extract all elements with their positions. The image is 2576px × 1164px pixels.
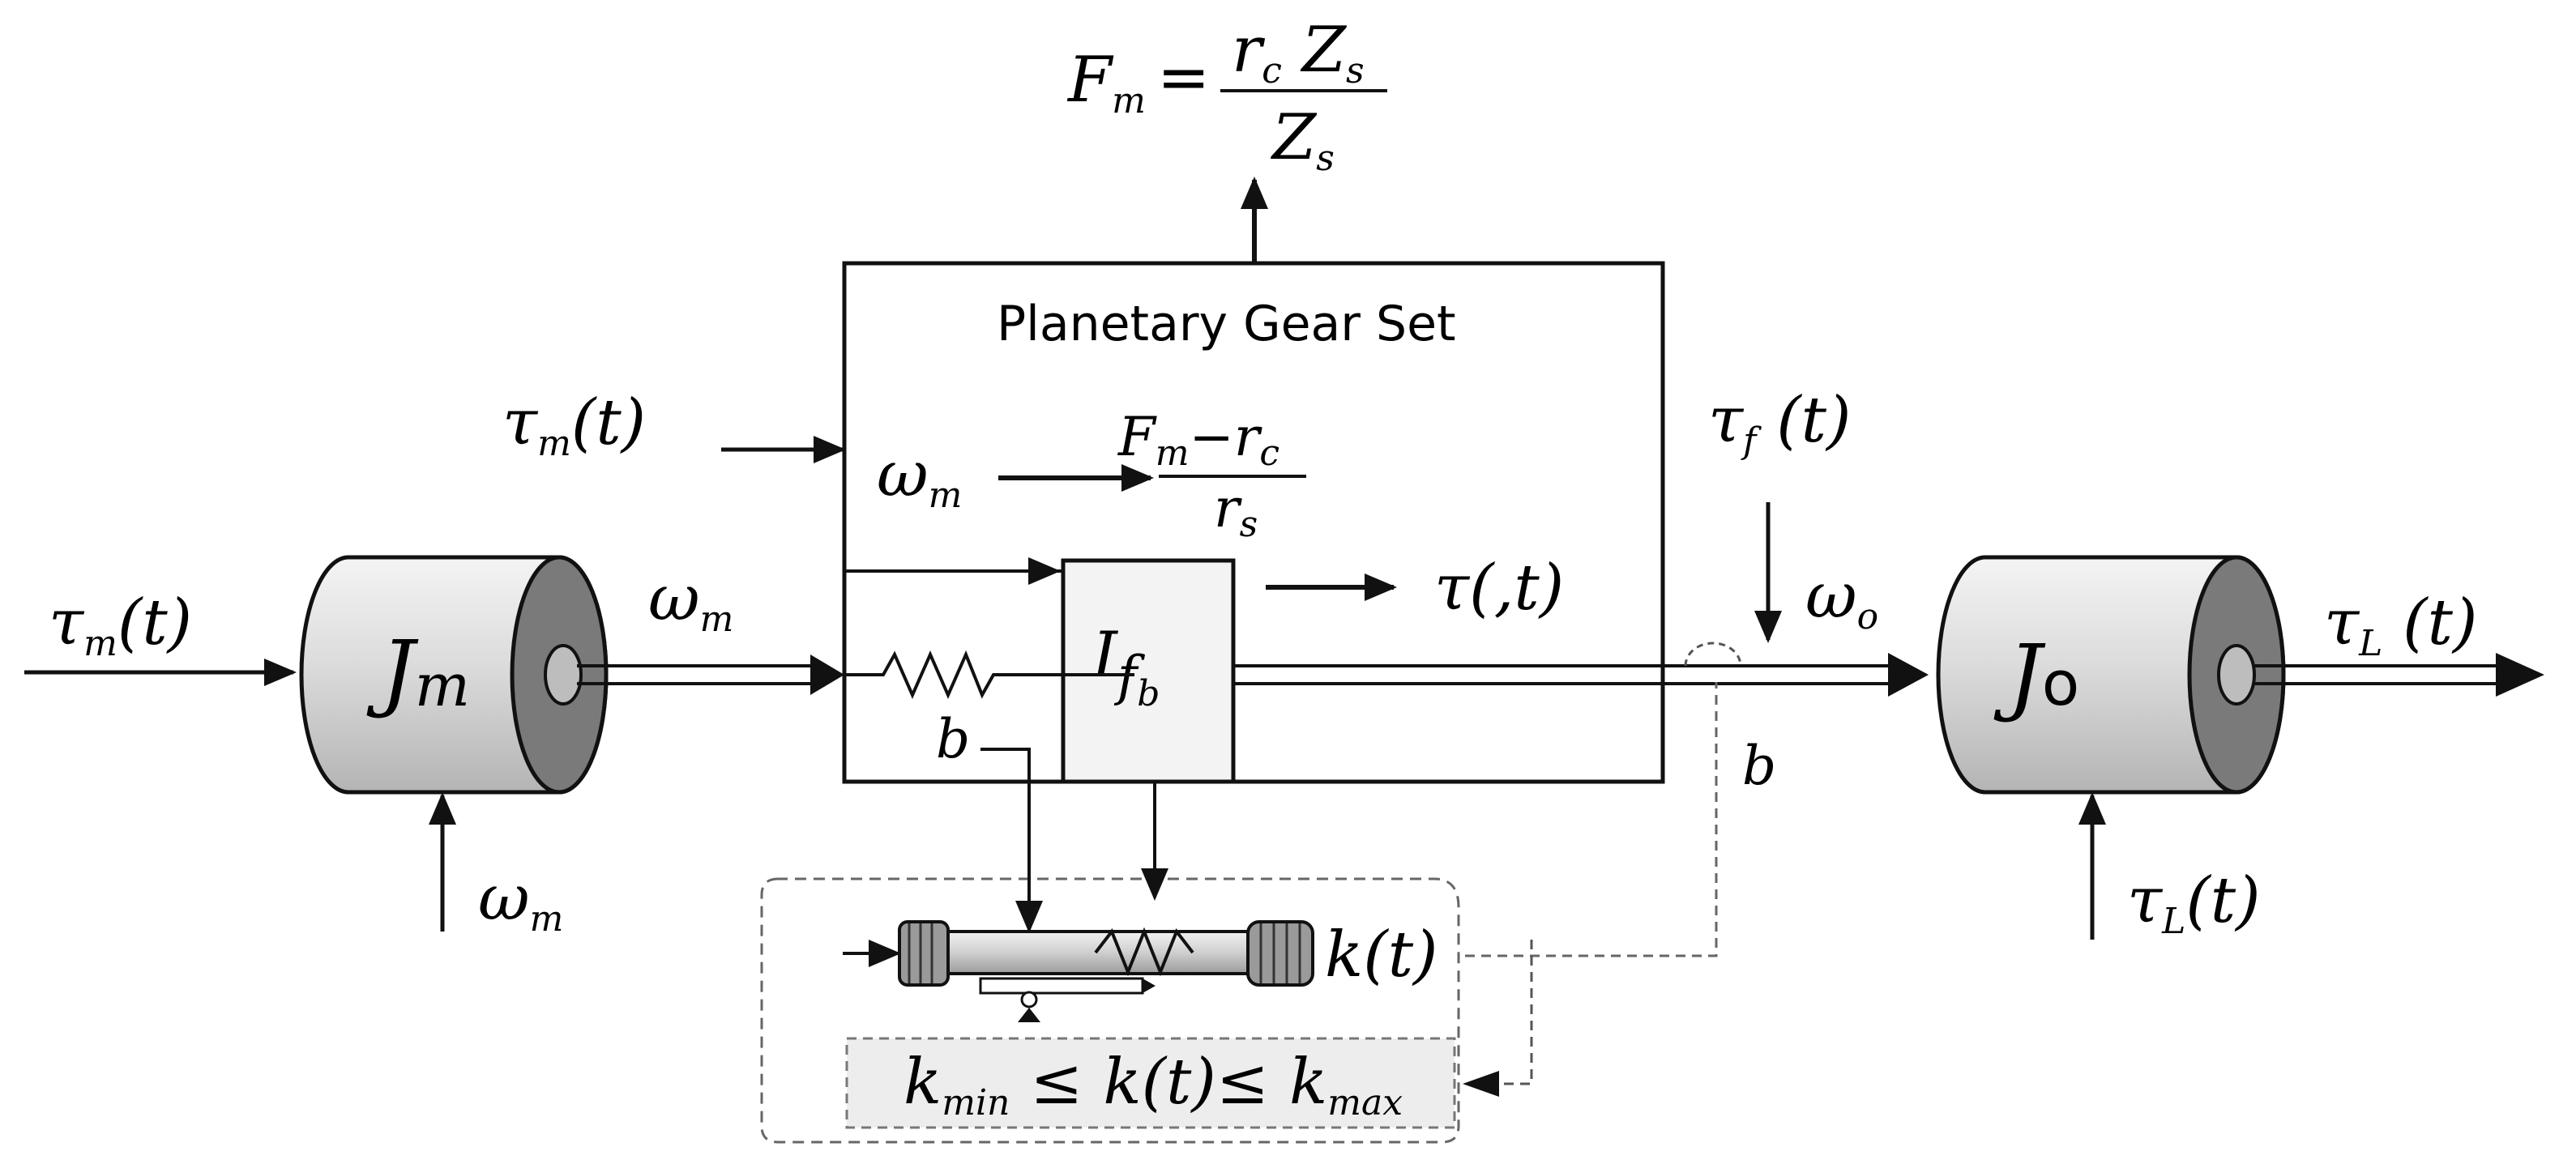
input-shaft [577,654,844,695]
omega-m-shaft-label: ωm [648,562,733,640]
svg-text:Zs: Zs [1270,101,1335,179]
actuator-dashed-enclosure [760,877,1460,1144]
constraint-label: kmin ≤ k(t)≤ kmax [904,1046,1403,1123]
omega-m-bottom-label: ωm [478,862,563,940]
constraint-box [845,1037,1456,1129]
load-shaft [2254,653,2544,697]
tau-m-top-label: τm(t) [502,386,646,464]
shaft-junction-arc [1684,642,1742,667]
constraint-feedback-dashed [1499,940,1533,1085]
friction-block [1061,558,1236,784]
svg-text:rc Zs: rc Zs [1232,14,1365,92]
actuator-body [898,920,1314,1022]
inner-ratio: Fm−rc rs [1117,406,1306,545]
tau-L-out-label: τL (t) [2324,586,2477,664]
b-left-connector [980,748,1043,933]
b-left-label: b [936,708,970,770]
motor-inertia-cylinder [299,555,609,795]
top-formula: Fm = rc Zs Zs [1066,14,1387,179]
tau-f-label: τf (t) [1708,384,1851,462]
svg-text:Fm−rc: Fm−rc [1117,406,1279,474]
inner-torque-label: τ(,t) [1434,552,1564,625]
tau-L-bottom-label: τL(t) [2127,864,2261,942]
tau-m-left-label: τm(t) [49,586,192,664]
b-right-label: b [1742,735,1776,797]
k-feedback-dashed [1465,682,1718,957]
output-inertia-cylinder [1936,555,2286,795]
k-label: k(t) [1325,919,1438,991]
gear-set-title: Planetary Gear Set [997,296,1456,352]
svg-text:Fm: Fm [1066,44,1146,122]
omega-m-inner-label: ωm [877,438,962,516]
inner-spring [844,650,1134,699]
svg-text:=: = [1157,41,1210,114]
output-shaft [1233,653,1929,697]
planetary-gear-set-box [842,261,1665,784]
svg-text:rs: rs [1214,477,1258,545]
omega-o-label: ωo [1805,560,1878,637]
